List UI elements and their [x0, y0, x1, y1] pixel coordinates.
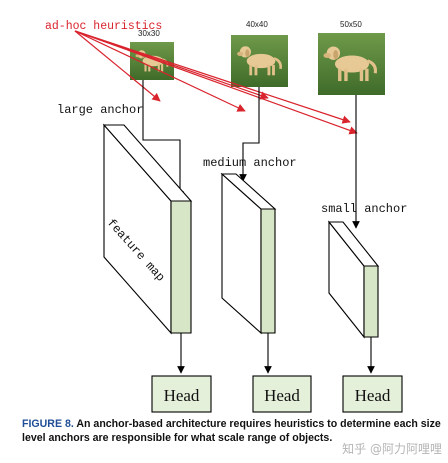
head-label: Head — [355, 386, 391, 405]
heuristic-arrow-to-small-a — [74, 30, 358, 135]
figure-caption-text: An anchor-based architecture requires he… — [22, 418, 441, 444]
image-30x30: 30x30 — [130, 29, 174, 80]
medium-anchor-label: medium anchor — [203, 156, 297, 170]
head-box-small: Head — [342, 375, 403, 413]
large-feature-map — [102, 123, 193, 335]
small-anchor-label: small anchor — [321, 202, 407, 216]
heuristic-arrow-to-small-b — [74, 30, 351, 124]
size-label-50x50: 50x50 — [340, 20, 362, 29]
head-box-medium: Head — [252, 375, 312, 413]
heuristic-arrow-to-medium-a — [74, 30, 246, 112]
medium-feature-map — [220, 172, 277, 335]
image-50x50: 50x50 — [318, 20, 385, 95]
figure-caption: FIGURE 8. An anchor-based architecture r… — [22, 417, 442, 445]
figure-caption-label: FIGURE 8. — [22, 418, 74, 430]
head-label: Head — [164, 386, 200, 405]
head-label: Head — [264, 386, 300, 405]
heuristic-arrows — [74, 30, 358, 135]
watermark: 知乎 @阿力阿哩哩 — [342, 442, 442, 456]
size-label-40x40: 40x40 — [246, 20, 268, 29]
image-40x40: 40x40 — [231, 20, 288, 87]
size-label-30x30: 30x30 — [138, 29, 160, 38]
small-feature-map — [327, 220, 380, 339]
large-anchor-label: large anchor — [57, 103, 143, 117]
image-to-feature-connectors — [142, 80, 360, 229]
head-box-large: Head — [151, 375, 212, 413]
ad-hoc-heuristics-annotation: ad-hoc heuristics — [45, 20, 162, 33]
heuristic-arrow-to-large — [74, 30, 161, 102]
feature-to-head-arrows — [177, 333, 375, 374]
